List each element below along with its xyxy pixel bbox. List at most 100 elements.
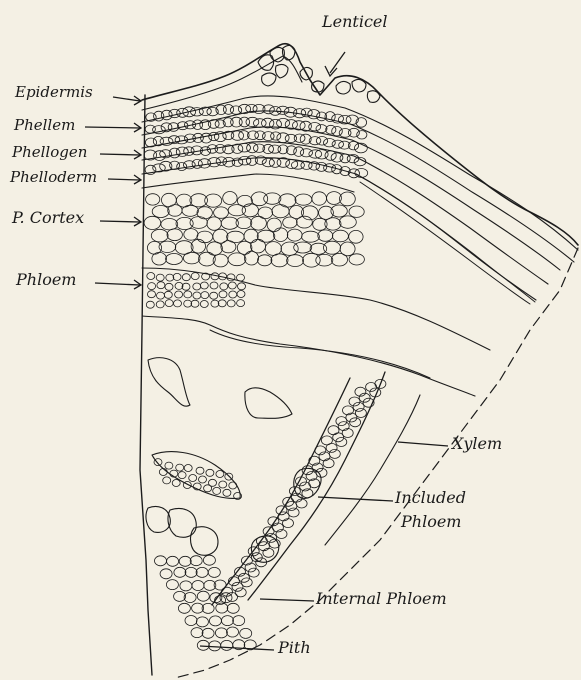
tissue-cell	[175, 291, 183, 298]
tissue-cell	[238, 143, 250, 152]
tissue-cell	[308, 110, 320, 119]
tissue-cell	[176, 217, 193, 229]
tissue-cell	[294, 134, 305, 142]
tissue-cell	[235, 588, 246, 597]
tissue-cell	[206, 469, 214, 476]
tissue-cell	[216, 471, 224, 478]
cortex-strand-1	[356, 174, 535, 302]
label-lenticel: Lenticel	[322, 14, 388, 30]
phloem-boundary-top	[142, 268, 490, 350]
tissue-cell	[193, 283, 201, 290]
tissue-cell	[248, 568, 259, 577]
label-included-line2: Phloem	[401, 514, 461, 530]
tissue-cell	[349, 206, 364, 217]
tissue-cell	[219, 481, 227, 488]
tissue-cell	[329, 449, 340, 458]
tissue-cell	[183, 252, 200, 264]
leader-phellogen	[100, 154, 140, 155]
tissue-cell	[146, 301, 154, 308]
tissue-cell	[173, 273, 181, 280]
tissue-cell	[170, 161, 180, 169]
tissue-cell	[338, 422, 349, 431]
label-xylem: Xylem	[452, 436, 502, 452]
leader-phelloderm	[108, 179, 140, 180]
tissue-cell	[169, 148, 180, 158]
tissue-cell	[191, 273, 199, 280]
tissue-cell	[156, 301, 164, 308]
tissue-cell	[168, 123, 179, 132]
tissue-cell	[316, 254, 333, 266]
tissue-cell	[209, 616, 221, 626]
tissue-cell	[325, 151, 336, 161]
tissue-cell	[251, 192, 268, 206]
leader-lenticel	[330, 52, 345, 73]
label-internal-phloem: Internal Phloem	[316, 591, 447, 607]
tissue-cell	[209, 132, 219, 140]
tissue-cell	[214, 207, 229, 218]
tissue-cell	[152, 206, 169, 218]
label-phellogen: Phellogen	[12, 145, 87, 160]
tissue-cell	[151, 229, 168, 242]
tissue-cell	[239, 156, 251, 165]
tissue-cell	[228, 205, 245, 216]
tissue-cell	[203, 555, 215, 565]
tissue-cell	[324, 139, 336, 147]
tissue-cell	[177, 163, 187, 171]
tissue-cell	[182, 274, 190, 281]
tissue-cell	[210, 292, 218, 299]
tissue-cell	[199, 476, 207, 483]
label-p-cortex: P. Cortex	[12, 210, 84, 226]
tissue-cell	[196, 467, 204, 474]
tissue-cell	[237, 291, 245, 298]
tissue-cell	[262, 158, 274, 166]
tissue-cell	[355, 169, 368, 178]
tissue-cell	[223, 192, 237, 205]
tissue-cell	[218, 300, 226, 307]
tissue-cell	[287, 229, 302, 241]
tissue-cell	[154, 459, 162, 466]
tissue-cell	[185, 567, 197, 577]
tissue-cell	[190, 217, 207, 229]
tissue-cell	[277, 106, 289, 114]
tissue-cell	[272, 205, 289, 218]
tissue-cell	[309, 123, 321, 131]
tissue-cell	[146, 194, 160, 205]
tissue-cell	[197, 231, 213, 243]
tissue-cell	[244, 229, 258, 243]
tissue-cell	[283, 217, 297, 228]
tissue-cell	[263, 548, 274, 557]
tissue-cell	[161, 219, 178, 230]
tissue-cell	[167, 556, 179, 566]
tissue-cell	[165, 283, 173, 290]
tissue-cell	[229, 291, 237, 298]
tissue-cell	[221, 640, 233, 650]
tissue-cell	[178, 472, 186, 479]
tissue-cell	[183, 161, 195, 169]
tissue-cell	[323, 459, 334, 468]
tissue-cell	[154, 151, 166, 161]
tissue-cell	[231, 131, 243, 140]
leader-phellem	[85, 127, 140, 128]
tissue-cell	[182, 205, 198, 216]
tissue-cell	[165, 300, 173, 307]
label-pith: Pith	[278, 640, 311, 656]
tissue-cell	[303, 253, 321, 267]
tissue-cell	[159, 469, 167, 476]
tissue-cell	[227, 603, 239, 613]
tissue-cell	[301, 108, 312, 117]
label-phelloderm: Phelloderm	[10, 170, 97, 185]
tissue-cell	[207, 242, 223, 255]
tissue-cell	[196, 617, 208, 627]
tissue-cell	[165, 462, 173, 469]
tissue-cell	[238, 283, 246, 290]
tissue-cell	[349, 230, 363, 243]
tissue-cell	[279, 194, 296, 207]
tissue-cell	[191, 628, 203, 638]
tissue-cell	[251, 239, 266, 253]
tissue-cell	[183, 482, 191, 489]
tissue-cell	[184, 465, 192, 472]
tissue-cell	[208, 567, 220, 577]
tissue-cell	[228, 253, 246, 266]
tissue-cell	[229, 482, 237, 489]
